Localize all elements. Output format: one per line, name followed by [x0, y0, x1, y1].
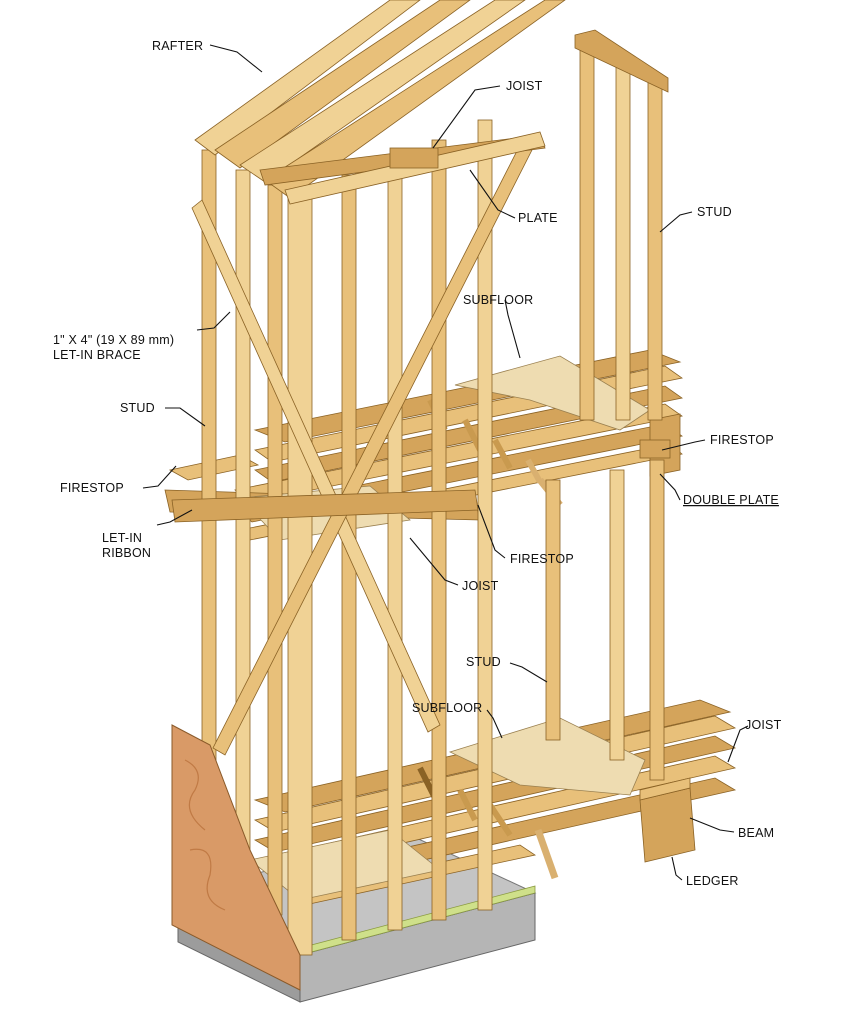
label-brace-line1: 1" X 4" (19 X 89 mm): [53, 333, 174, 347]
label-rafter: RAFTER: [152, 39, 203, 53]
label-plate: PLATE: [518, 211, 558, 225]
label-firestop-left: FIRESTOP: [60, 481, 124, 495]
callout-labels: RAFTER JOIST PLATE STUD 1" X 4" (19 X 89…: [53, 39, 782, 888]
bracing: [171, 144, 533, 756]
label-firestop-right: FIRESTOP: [710, 433, 774, 447]
label-subfloor-lower: SUBFLOOR: [412, 701, 482, 715]
label-joist-mid: JOIST: [462, 579, 499, 593]
label-stud-top-right: STUD: [697, 205, 732, 219]
label-ribbon-line1: LET-IN: [102, 531, 142, 545]
roof-framing: [194, 0, 566, 205]
label-joist-top: JOIST: [506, 79, 543, 93]
label-joist-lower: JOIST: [745, 718, 782, 732]
label-beam: BEAM: [738, 826, 774, 840]
label-stud-lower: STUD: [466, 655, 501, 669]
label-ledger: LEDGER: [686, 874, 739, 888]
label-firestop-mid: FIRESTOP: [510, 552, 574, 566]
label-ribbon-line2: RIBBON: [102, 546, 151, 560]
leader-lines: [142, 44, 749, 881]
label-double-plate: DOUBLE PLATE: [683, 493, 779, 507]
label-stud-left: STUD: [120, 401, 155, 415]
label-brace-line2: LET-IN BRACE: [53, 348, 141, 362]
label-subfloor-upper: SUBFLOOR: [463, 293, 533, 307]
wall-sheathing: [171, 724, 301, 991]
